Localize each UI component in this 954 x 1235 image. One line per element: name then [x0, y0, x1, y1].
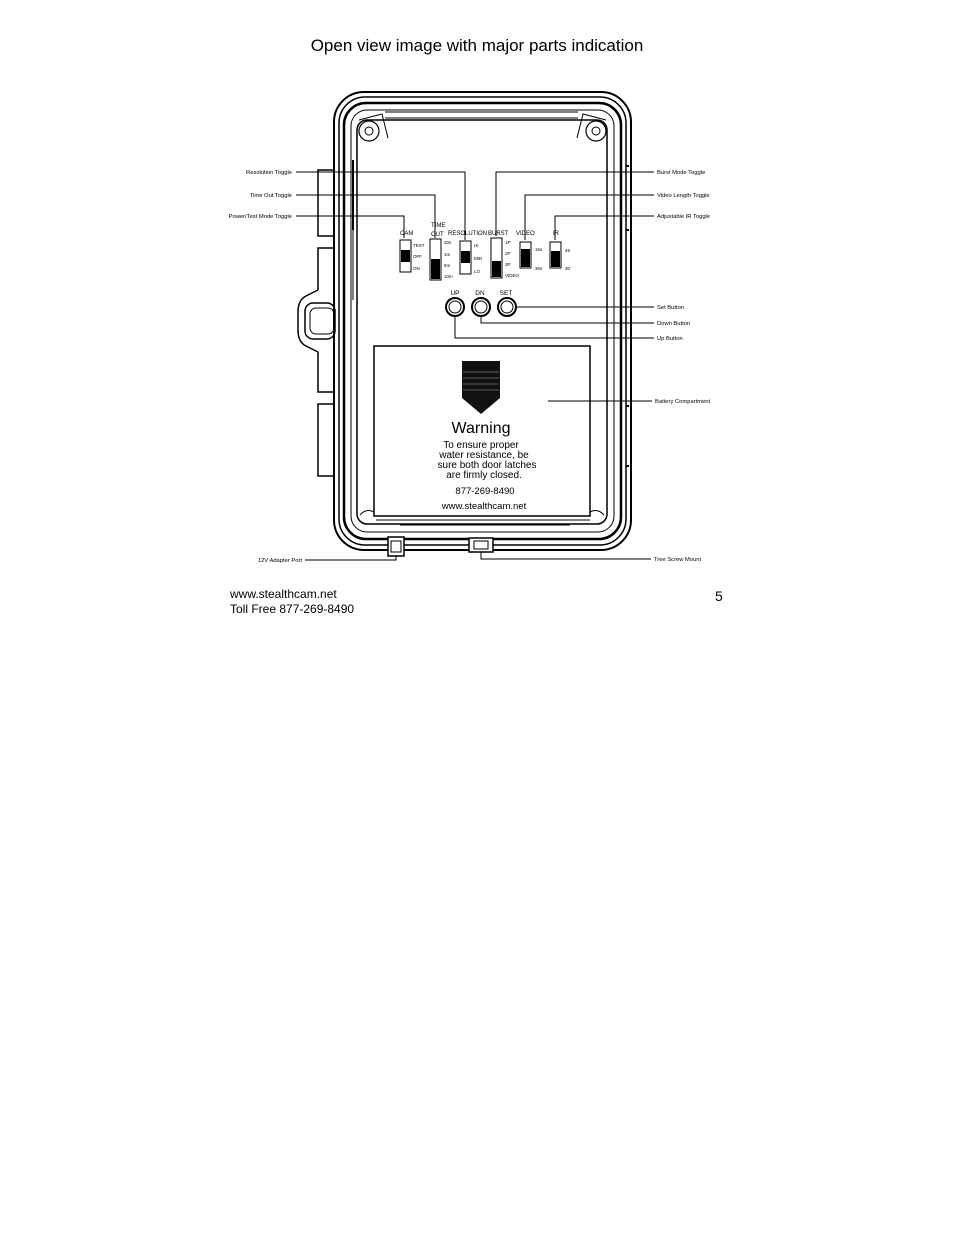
- resolution-pos-mid: MID: [474, 256, 483, 261]
- warning-line-1: To ensure proper: [443, 440, 519, 451]
- footer-toll-free: Toll Free 877-269-8490: [230, 602, 355, 616]
- burst-pos-2p: 2P: [505, 251, 511, 256]
- callout-power-test-mode-toggle: Power/Test Mode Toggle: [229, 214, 292, 220]
- burst-pos-1p: 1P: [505, 240, 511, 245]
- callout-set-button: Set Button: [657, 305, 684, 311]
- adapter-port: [387, 536, 405, 557]
- resolution-pos-hi: HI: [474, 243, 479, 248]
- video-pos-15s: 15s: [535, 247, 543, 252]
- time-out-pos-5m: 5m: [444, 263, 451, 268]
- burst-label: BURST: [488, 231, 509, 237]
- warning-phone: 877-269-8490: [455, 486, 514, 497]
- burst-pos-3p: 3P: [505, 262, 511, 267]
- resolution-switch[interactable]: [459, 240, 472, 275]
- cam-pos-test: TEST: [413, 243, 425, 248]
- latch-arrow-icon: [462, 361, 500, 414]
- time-out-switch[interactable]: [429, 238, 442, 281]
- warning-heading: Warning: [452, 420, 511, 437]
- footer-contact: www.stealthcam.net Toll Free 877-269-849…: [230, 587, 354, 617]
- down-button[interactable]: [471, 297, 491, 317]
- resolution-pos-lo: LO: [474, 269, 481, 274]
- ir-switch[interactable]: [549, 241, 562, 269]
- ir-pos-30: 30: [565, 266, 571, 271]
- callout-battery-compartment: Battery Compartment: [655, 399, 710, 405]
- video-label: VIDEO: [516, 231, 535, 237]
- ir-label: IR: [553, 231, 560, 237]
- time-out-label-1: TIME: [431, 223, 445, 229]
- time-out-label-2: OUT: [431, 232, 444, 238]
- footer-website[interactable]: www.stealthcam.net: [230, 587, 337, 601]
- cam-pos-on: ON: [413, 266, 420, 271]
- time-out-pos-1m: 1m: [444, 252, 451, 257]
- callout-resolution-toggle: Resolution Toggle: [246, 170, 292, 176]
- callout-burst-mode-toggle: Burst Mode Toggle: [657, 170, 705, 176]
- set-button[interactable]: [497, 297, 517, 317]
- callout-adjustable-ir-toggle: Adjustable IR Toggle: [657, 214, 710, 220]
- up-button[interactable]: [445, 297, 465, 317]
- warning-line-4: are firmly closed.: [446, 470, 522, 481]
- video-switch[interactable]: [519, 241, 532, 269]
- cam-label: CAM: [400, 231, 413, 237]
- page-title: Open view image with major parts indicat…: [310, 36, 644, 55]
- callout-video-length-toggle: Video Length Toggle: [657, 193, 710, 199]
- camera-open-view-diagram: CAM TIME OUT RESOLUTION BURST VIDEO IR T…: [229, 91, 710, 564]
- page-number: 5: [715, 588, 723, 604]
- warning-website: www.stealthcam.net: [441, 501, 527, 512]
- burst-switch[interactable]: [490, 237, 503, 279]
- callout-up-button: Up Button: [657, 336, 683, 342]
- callout-time-out-toggle: Time Out Toggle: [250, 193, 292, 199]
- callout-down-button: Down Button: [657, 321, 690, 327]
- time-out-pos-10m: 10m: [444, 274, 453, 279]
- set-button-label: SET: [500, 290, 513, 297]
- cam-pos-off: OFF: [413, 254, 422, 259]
- leader-lines: [296, 171, 654, 561]
- up-button-label: UP: [450, 290, 459, 297]
- callout-adapter-port: 12V Adapter Port: [258, 558, 303, 564]
- warning-line-3: sure both door latches: [438, 460, 537, 471]
- ir-pos-45: 45: [565, 248, 571, 253]
- callout-tree-screw-mount: Tree Screw Mount: [654, 557, 702, 563]
- tree-screw-mount: [468, 537, 494, 553]
- dn-button-label: DN: [475, 290, 485, 297]
- resolution-label: RESOLUTION: [448, 231, 487, 237]
- burst-pos-video: VIDEO: [505, 273, 520, 278]
- time-out-pos-20s: 20s: [444, 240, 452, 245]
- video-pos-30s: 30s: [535, 266, 543, 271]
- cam-switch[interactable]: [399, 239, 412, 273]
- warning-line-2: water resistance, be: [438, 450, 529, 461]
